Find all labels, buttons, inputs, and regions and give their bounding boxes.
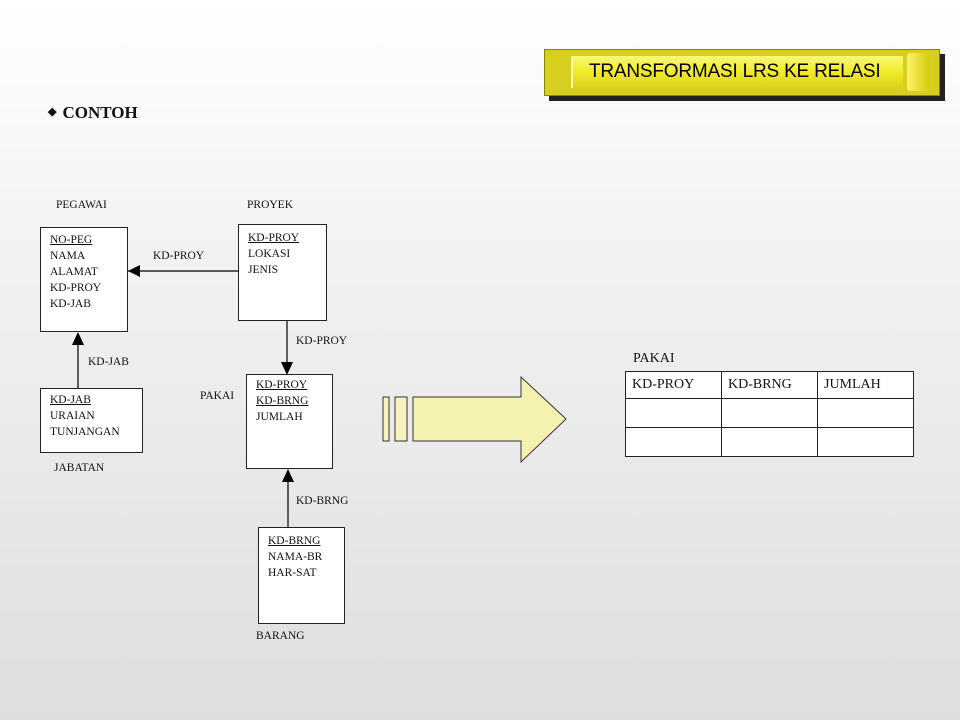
table-cell — [625, 398, 722, 428]
field-uraian: URAIAN — [50, 410, 95, 422]
field-kd-brng: KD-BRNG — [268, 535, 321, 547]
relation-table-title: PAKAI — [633, 351, 675, 366]
relation-label-jabatan-pegawai: KD-JAB — [88, 356, 129, 368]
title-banner-face: TRANSFORMASI LRS KE RELASI — [571, 56, 903, 88]
field-kd-jab: KD-JAB — [50, 394, 91, 406]
table-cell — [721, 398, 818, 428]
entity-box-jabatan: KD-JAB URAIAN TUNJANGAN — [40, 388, 143, 453]
section-heading: ◆ CONTOH — [48, 103, 138, 123]
field-har-sat: HAR-SAT — [268, 567, 317, 579]
relation-label-barang-pakai: KD-BRNG — [296, 495, 349, 507]
field-kd-proy: KD-PROY — [50, 282, 102, 294]
table-header-row: KD-PROY KD-BRNG JUMLAH — [625, 371, 914, 399]
entity-box-pakai: KD-PROY KD-BRNG JUMLAH — [246, 374, 333, 469]
transform-arrow-icon — [382, 375, 567, 464]
field-nama: NAMA — [50, 250, 86, 262]
field-tunjangan: TUNJANGAN — [50, 426, 120, 438]
table-row — [625, 398, 914, 428]
connector-proyek-pegawai-arrowhead-icon — [128, 265, 140, 277]
table-row — [625, 427, 914, 457]
table-cell — [721, 427, 818, 457]
heading-text: CONTOH — [62, 103, 138, 122]
field-jumlah: JUMLAH — [256, 411, 303, 423]
field-no-peg: NO-PEG — [50, 234, 93, 246]
field-lokasi: LOKASI — [248, 248, 291, 260]
column-header: KD-BRNG — [721, 371, 818, 399]
column-header: JUMLAH — [817, 371, 914, 399]
connector-jabatan-pegawai-arrowhead-icon — [72, 332, 84, 345]
field-alamat: ALAMAT — [50, 266, 98, 278]
entity-box-barang: KD-BRNG NAMA-BR HAR-SAT — [258, 527, 345, 624]
field-nama-br: NAMA-BR — [268, 551, 323, 563]
entity-label-pakai: PAKAI — [200, 390, 235, 402]
entity-label-barang: BARANG — [256, 630, 305, 642]
entity-box-pegawai: NO-PEG NAMA ALAMAT KD-PROY KD-JAB — [40, 227, 128, 332]
page-title: TRANSFORMASI LRS KE RELASI — [589, 61, 881, 82]
entity-box-proyek: KD-PROY LOKASI JENIS — [238, 224, 327, 321]
relation-table: KD-PROY KD-BRNG JUMLAH — [625, 371, 914, 457]
column-header: KD-PROY — [625, 371, 722, 399]
field-kd-proy: KD-PROY — [256, 379, 308, 391]
field-kd-jab: KD-JAB — [50, 298, 91, 310]
title-banner-cap — [907, 53, 929, 91]
table-cell — [625, 427, 722, 457]
entity-label-pegawai: PEGAWAI — [56, 199, 107, 211]
field-kd-brng: KD-BRNG — [256, 395, 309, 407]
relation-label-proyek-pakai: KD-PROY — [296, 335, 348, 347]
field-kd-proy: KD-PROY — [248, 232, 300, 244]
connector-proyek-pakai-arrowhead-icon — [281, 362, 293, 375]
table-cell — [817, 398, 914, 428]
field-jenis: JENIS — [248, 264, 279, 276]
title-banner: TRANSFORMASI LRS KE RELASI — [544, 49, 940, 96]
entity-label-jabatan: JABATAN — [54, 462, 105, 474]
connector-barang-pakai-arrowhead-icon — [282, 469, 294, 482]
table-cell — [817, 427, 914, 457]
relation-label-proyek-pegawai: KD-PROY — [153, 250, 205, 262]
entity-label-proyek: PROYEK — [247, 199, 294, 211]
diamond-bullet-icon: ◆ — [48, 106, 57, 118]
